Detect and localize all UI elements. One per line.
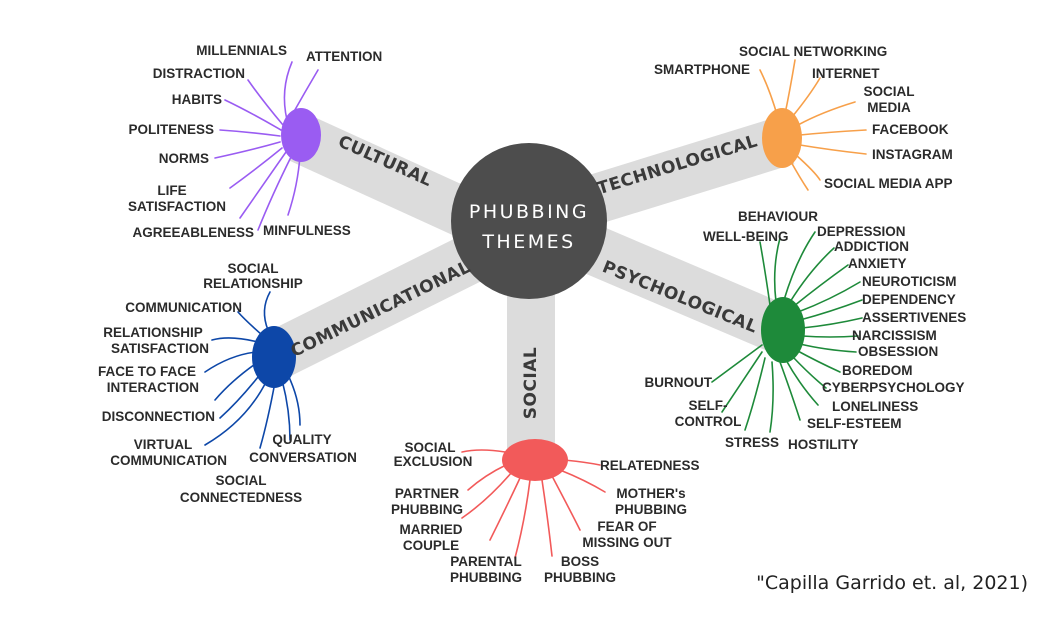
- hub-circle: [451, 143, 607, 299]
- keyword: EXCLUSION: [394, 454, 473, 469]
- keyword: SATISFACTION: [128, 199, 226, 214]
- keyword: DEPENDENCY: [862, 292, 956, 307]
- keyword: MARRIED: [400, 522, 463, 537]
- keyword: CONVERSATION: [249, 450, 357, 465]
- keyword: CONNECTEDNESS: [180, 490, 302, 505]
- keyword: INTERACTION: [107, 380, 199, 395]
- tentacles-psychological: [711, 231, 863, 433]
- keyword: PHUBBING: [450, 570, 522, 585]
- keyword: ASSERTIVENES: [862, 310, 966, 325]
- keyword: LIFE: [157, 183, 186, 198]
- label-social: SOCIAL: [521, 347, 541, 420]
- keyword: LONELINESS: [832, 399, 918, 414]
- keyword: POLITENESS: [128, 122, 214, 137]
- keyword: SOCIAL: [863, 84, 914, 99]
- keywords-cultural: MILLENNIALS ATTENTION DISTRACTION HABITS…: [128, 43, 382, 240]
- keyword: ANXIETY: [848, 256, 907, 271]
- keyword: SOCIAL NETWORKING: [739, 44, 887, 59]
- keyword: DISTRACTION: [153, 66, 245, 81]
- keyword: SOCIAL: [227, 261, 278, 276]
- keyword: SOCIAL: [404, 440, 455, 455]
- keywords-psychological: BEHAVIOUR WELL-BEING DEPRESSION ADDICTIO…: [645, 209, 967, 452]
- keyword: DEPRESSION: [817, 224, 906, 239]
- keywords-technological: SOCIAL NETWORKING SMARTPHONE INTERNET SO…: [654, 44, 953, 191]
- keyword: RELATEDNESS: [600, 458, 700, 473]
- theme-heads: [252, 108, 805, 481]
- keyword: SOCIAL MEDIA APP: [824, 176, 953, 191]
- keyword: FEAR OF: [597, 519, 656, 534]
- keyword: STRESS: [725, 435, 779, 450]
- keyword: INSTAGRAM: [872, 147, 953, 162]
- keyword: COMMUNICATION: [110, 453, 227, 468]
- tentacles-communicational: [204, 291, 301, 449]
- keywords-communicational: SOCIAL RELATIONSHIP COMMUNICATION RELATI…: [98, 261, 357, 505]
- keyword: CYBERPSYCHOLOGY: [822, 380, 965, 395]
- keyword: VIRTUAL: [134, 437, 193, 452]
- keyword: PARTNER: [395, 486, 460, 501]
- keyword: PHUBBING: [615, 502, 687, 517]
- keyword: FACE TO FACE: [98, 364, 196, 379]
- tentacles-social: [461, 449, 606, 559]
- keyword: BEHAVIOUR: [738, 209, 818, 224]
- citation: "Capilla Garrido et. al, 2021): [756, 572, 1028, 594]
- keyword: AGREEABLENESS: [132, 225, 254, 240]
- psychological-head: [761, 297, 805, 363]
- keyword: PHUBBING: [391, 502, 463, 517]
- keyword: BOSS: [561, 554, 599, 569]
- keyword: DISCONNECTION: [102, 409, 215, 424]
- keyword: ADDICTION: [834, 239, 909, 254]
- keyword: INTERNET: [812, 66, 880, 81]
- keyword: ATTENTION: [306, 49, 382, 64]
- keyword: BURNOUT: [645, 375, 713, 390]
- cultural-head: [281, 108, 321, 162]
- keyword: NEUROTICISM: [862, 274, 957, 289]
- keywords-social: SOCIAL EXCLUSION RELATEDNESS PARTNER PHU…: [391, 440, 700, 585]
- technological-head: [762, 108, 802, 168]
- keyword: SELF-: [689, 398, 728, 413]
- keyword: PARENTAL: [450, 554, 522, 569]
- keyword: WELL-BEING: [703, 229, 789, 244]
- keyword: SATISFACTION: [111, 341, 209, 356]
- keyword: SELF-ESTEEM: [807, 416, 902, 431]
- keyword: CONTROL: [675, 414, 742, 429]
- keyword: RELATIONSHIP: [103, 325, 203, 340]
- keyword: BOREDOM: [842, 363, 913, 378]
- keyword: NORMS: [159, 151, 209, 166]
- keyword: MINFULNESS: [263, 223, 351, 238]
- hub-title-line2: THEMES: [481, 231, 575, 253]
- communicational-head: [252, 326, 296, 388]
- tentacles: [204, 59, 867, 559]
- keyword: MEDIA: [867, 100, 911, 115]
- keyword: HOSTILITY: [788, 437, 859, 452]
- keyword: COMMUNICATION: [125, 300, 242, 315]
- tentacles-cultural: [214, 61, 319, 231]
- keyword: MISSING OUT: [582, 535, 672, 550]
- keyword: MILLENNIALS: [196, 43, 287, 58]
- keyword: OBSESSION: [858, 344, 938, 359]
- keyword: QUALITY: [272, 432, 331, 447]
- keyword: HABITS: [172, 92, 222, 107]
- keyword: PHUBBING: [544, 570, 616, 585]
- keyword: RELATIONSHIP: [203, 276, 303, 291]
- hub-title-line1: PHUBBING: [469, 201, 589, 223]
- keyword: SOCIAL: [215, 473, 266, 488]
- keyword: COUPLE: [403, 538, 459, 553]
- keyword: SMARTPHONE: [654, 62, 750, 77]
- social-head: [502, 439, 568, 481]
- keyword: FACEBOOK: [872, 122, 949, 137]
- keyword: MOTHER's: [616, 486, 685, 501]
- keyword: NARCISSISM: [852, 328, 937, 343]
